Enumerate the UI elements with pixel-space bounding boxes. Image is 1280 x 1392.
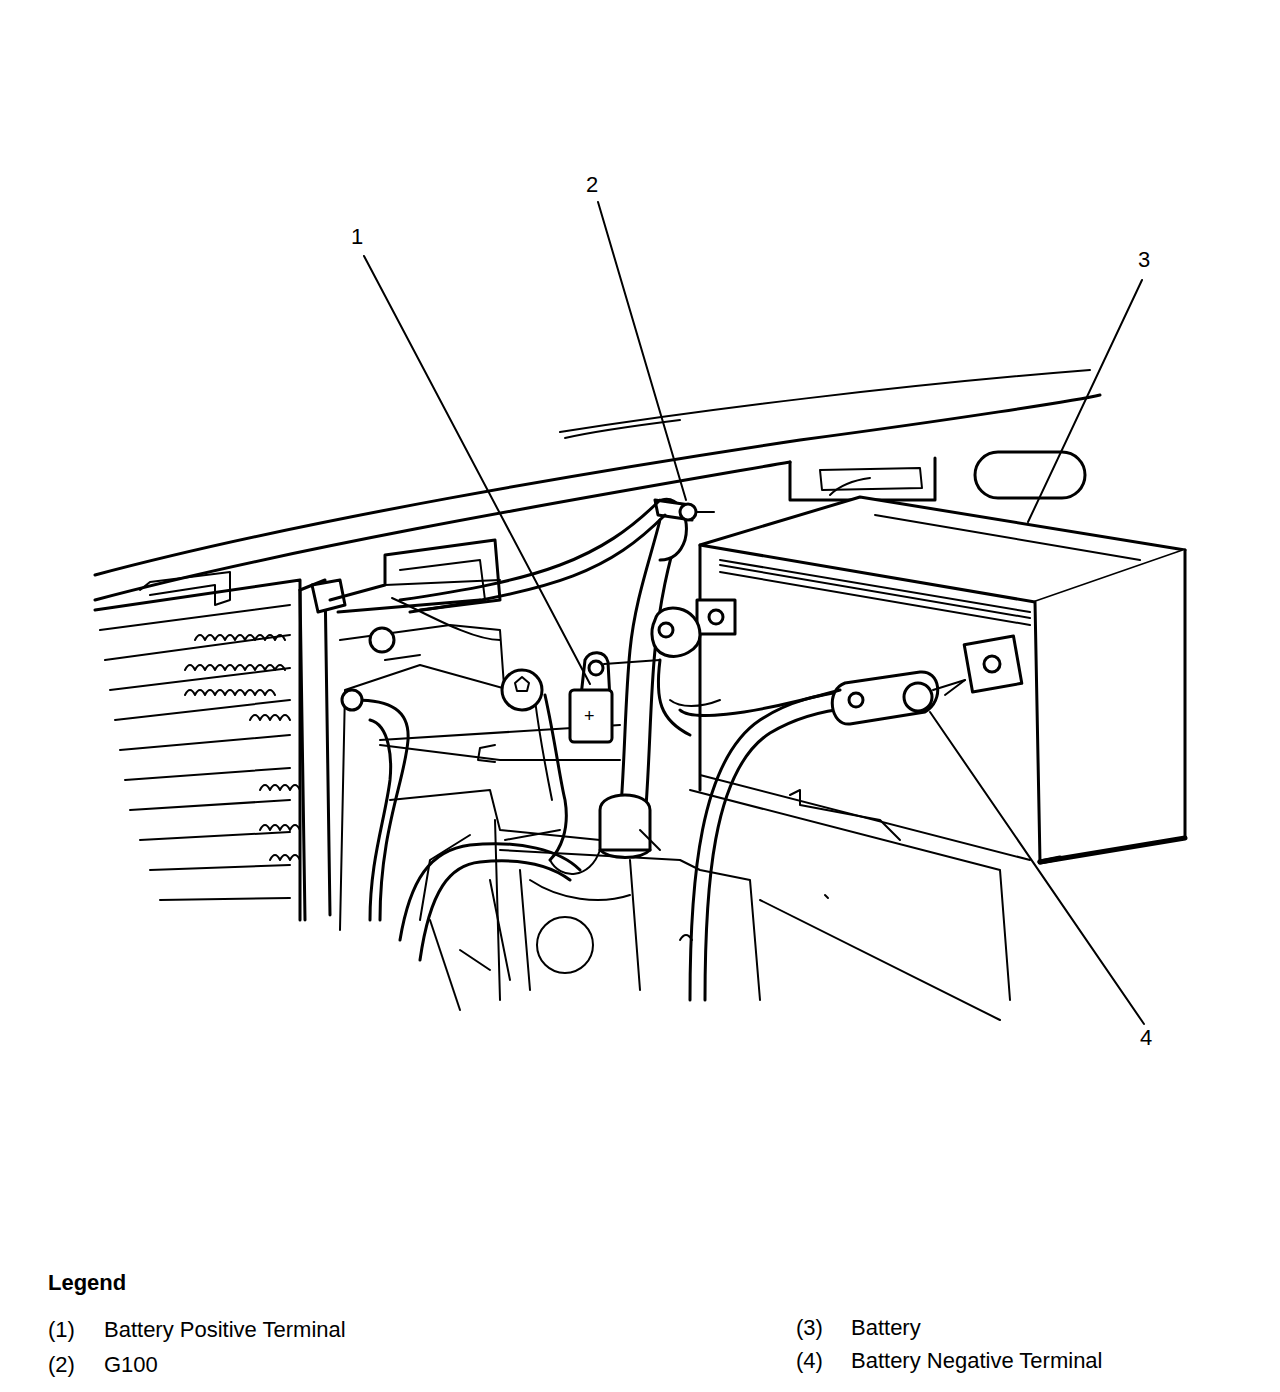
callout-number: 4 <box>1140 1025 1152 1051</box>
legend-text: Battery Positive Terminal <box>104 1317 346 1343</box>
legend-text: Battery <box>851 1315 921 1341</box>
legend-text: G100 <box>104 1352 158 1378</box>
callout-number: 1 <box>351 224 363 250</box>
legend-text: Battery Negative Terminal <box>851 1348 1103 1374</box>
legend-number: (4) <box>796 1348 823 1374</box>
legend-number: (1) <box>48 1317 75 1343</box>
legend-number: (2) <box>48 1352 75 1378</box>
callout-number: 3 <box>1138 247 1150 273</box>
legend-number: (3) <box>796 1315 823 1341</box>
polarity-mark: + <box>584 705 595 727</box>
callout-number: 2 <box>586 172 598 198</box>
legend-heading: Legend <box>48 1270 126 1296</box>
